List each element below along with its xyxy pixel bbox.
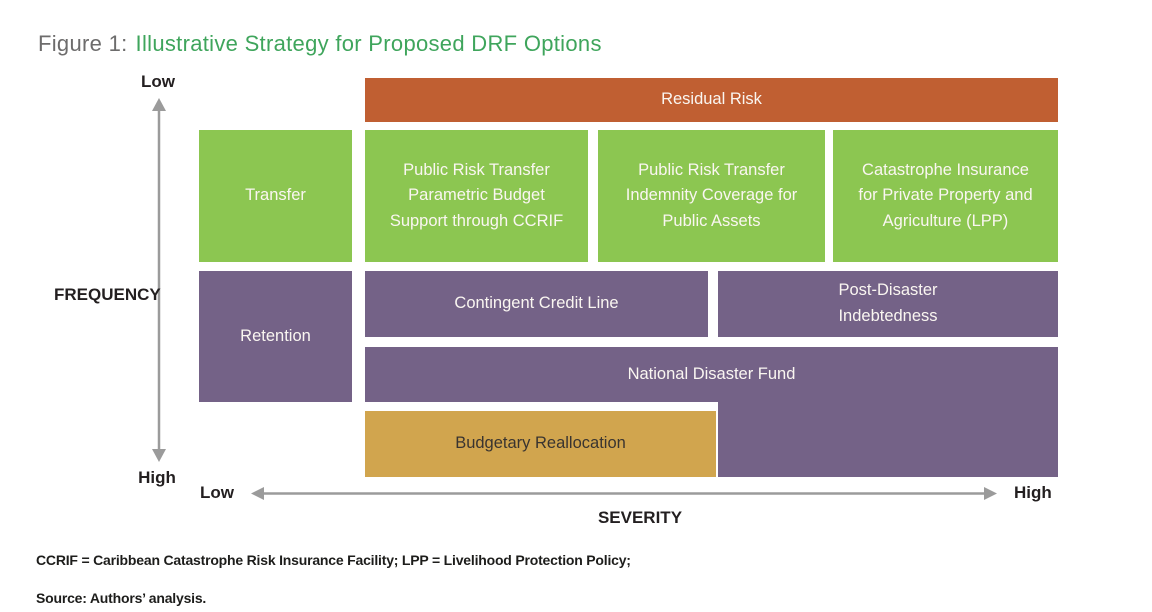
frequency-bottom-label: High — [138, 468, 176, 487]
block-residual-risk: Residual Risk — [365, 78, 1058, 122]
severity-axis-arrow — [251, 487, 997, 500]
frequency-top-label: Low — [141, 72, 175, 91]
frequency-axis-title: FREQUENCY — [54, 285, 161, 304]
figure-title-prefix: Figure 1: — [38, 31, 128, 56]
block-post-disaster-indebtedness: Post-Disaster Indebtedness — [718, 271, 1058, 337]
block-public-risk-transfer-parametric: Public Risk Transfer Parametric Budget S… — [365, 130, 588, 262]
block-retention: Retention — [199, 271, 352, 402]
figure-title: Figure 1: Illustrative Strategy for Propo… — [38, 31, 602, 57]
frequency-axis-arrow — [152, 98, 166, 462]
figure-title-main: Illustrative Strategy for Proposed DRF O… — [135, 31, 602, 56]
footnote-abbreviations: CCRIF = Caribbean Catastrophe Risk Insur… — [36, 552, 631, 568]
block-transfer: Transfer — [199, 130, 352, 262]
block-contingent-credit-line: Contingent Credit Line — [365, 271, 708, 337]
footnote: CCRIF = Caribbean Catastrophe Risk Insur… — [36, 532, 631, 612]
block-public-risk-transfer-indemnity: Public Risk Transfer Indemnity Coverage … — [598, 130, 825, 262]
severity-axis-title: SEVERITY — [597, 508, 683, 527]
block-catastrophe-insurance: Catastrophe Insurance for Private Proper… — [833, 130, 1058, 262]
block-national-disaster-fund: National Disaster Fund — [365, 347, 1058, 402]
severity-left-label: Low — [200, 483, 234, 502]
block-budgetary-reallocation: Budgetary Reallocation — [365, 411, 716, 477]
severity-right-label: High — [1014, 483, 1052, 502]
footnote-source: Source: Authors’ analysis. — [36, 590, 207, 606]
